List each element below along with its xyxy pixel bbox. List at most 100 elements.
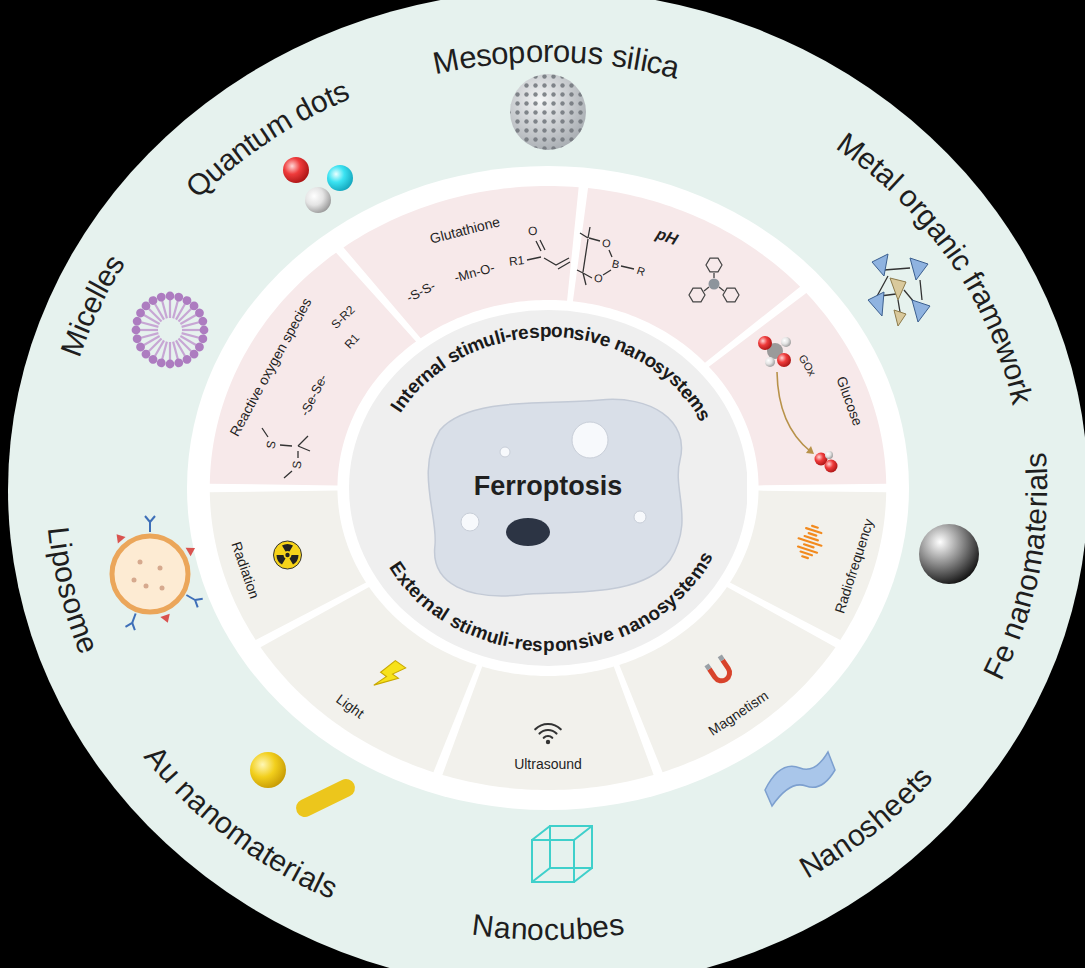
material-label: Micelles	[53, 245, 132, 364]
micelle-icon	[132, 292, 209, 369]
segment-fill	[442, 667, 653, 790]
ultrasound-icon-part	[546, 740, 550, 744]
mof-icon-part	[912, 300, 930, 322]
glyph: o	[527, 912, 544, 947]
liposome-icon-part	[138, 560, 143, 565]
material-label: Metal organic framework	[830, 125, 1040, 415]
micelle-icon-part	[132, 326, 158, 335]
segment-fill	[730, 491, 886, 640]
segment-shape	[441, 665, 656, 792]
radiofrequency-icon-part	[812, 526, 818, 528]
liposome-icon-part	[160, 614, 172, 625]
radiofrequency-icon-part	[806, 528, 821, 533]
segment-shape	[707, 292, 889, 488]
segment-fill	[261, 587, 477, 772]
mof-icon-part	[890, 278, 906, 300]
micelle-icon-part	[156, 292, 171, 320]
nanosheet-icon	[765, 752, 835, 806]
radiation-symbol	[274, 541, 302, 569]
magnet-icon-part	[709, 660, 732, 684]
segment-fill	[573, 188, 800, 363]
catechol-metal-icon-part	[723, 288, 739, 302]
micelle-icon-part	[180, 329, 208, 344]
liposome-icon-part	[145, 516, 155, 532]
chem-label: O	[592, 272, 603, 286]
radiofrequency-segment: Radiofrequency	[728, 489, 889, 642]
glucose-molecule-icon	[758, 336, 838, 473]
glucose-segment: GlucoseGOx	[707, 292, 889, 488]
material-label: Liposome	[40, 516, 106, 664]
glucose-molecule-icon-part	[806, 446, 814, 454]
material-label: Quantum dots	[179, 74, 360, 206]
chem-label: O	[601, 236, 612, 250]
nanosheet-icon-part	[765, 752, 835, 806]
lightning-icon	[372, 658, 405, 695]
cell-illustration	[428, 399, 682, 596]
mesoporous-silica-icon-part	[510, 74, 586, 150]
catechol-metal-icon-part	[704, 273, 724, 291]
glyph: a	[1020, 474, 1055, 491]
nanocube-icon	[532, 826, 592, 882]
system-heading: Internal stimuli-responsive nanosystems	[386, 319, 716, 427]
glyph: a	[492, 910, 512, 946]
mof-icon-part	[868, 292, 884, 316]
catechol-metal-icon-part	[689, 288, 705, 302]
mof-icon-part	[872, 254, 888, 276]
enone-structure-part	[527, 240, 570, 269]
material-label: Nanocubes	[463, 906, 635, 949]
cell-illustration-part	[461, 513, 479, 531]
liposome-icon-part	[184, 591, 203, 608]
mof-icon	[868, 254, 930, 326]
glyph: N	[470, 908, 496, 945]
glyph: e	[1019, 507, 1055, 526]
micelle-icon-part	[166, 342, 175, 368]
glyph: p	[543, 634, 555, 656]
glyph: o	[553, 34, 571, 70]
glyph: o	[490, 36, 510, 73]
catechol-metal-icon-part	[706, 258, 722, 272]
center-title: Ferroptosis	[474, 471, 623, 502]
catechol-metal-icon-part	[709, 279, 720, 290]
boronate-structure	[577, 227, 634, 285]
radiofrequency-icon	[794, 523, 827, 561]
liposome-icon-part	[158, 566, 163, 571]
glyph: n	[510, 912, 529, 947]
glyph: p	[507, 35, 526, 72]
au-nanomaterial-icon	[250, 752, 346, 808]
radiofrequency-icon-part	[801, 552, 812, 556]
material-label: Au nanomaterials	[137, 738, 347, 906]
segment-shape	[728, 489, 889, 642]
radiation-symbol-part	[282, 544, 293, 552]
liposome-icon-part	[132, 578, 137, 583]
lightning-icon-part	[372, 658, 405, 695]
ultrasound-segment: Ultrasound	[441, 665, 656, 792]
fe-nanoparticle-icon	[919, 524, 979, 584]
nanocube-icon-part	[550, 826, 592, 868]
glyph: r	[543, 34, 553, 70]
au-nanomaterial-icon-part	[250, 752, 286, 788]
micelle-icon-part	[156, 340, 171, 368]
glucose-molecule-icon-part	[765, 357, 775, 367]
segment-shape	[342, 185, 581, 341]
mesoporous-silica-icon	[510, 74, 586, 150]
glucose-molecule-icon-part	[781, 337, 791, 347]
micelle-icon-part	[166, 292, 175, 318]
au-nanomaterial-icon-part	[305, 788, 346, 808]
glutathione-segment: Glutathione-S-S--Mn-O-OR1	[342, 185, 581, 341]
nanocube-icon-part	[532, 840, 574, 882]
glyph: s	[1019, 451, 1055, 468]
radiation-symbol-part	[285, 553, 289, 557]
quantum-dots-icon-part	[305, 187, 331, 213]
glucose-molecule-icon-part	[825, 460, 838, 473]
glyph: s	[532, 634, 544, 656]
radiofrequency-icon-part	[802, 556, 808, 558]
glyph: u	[569, 35, 588, 72]
glyph: o	[525, 34, 543, 70]
chem-label: O	[528, 225, 538, 239]
material-label: Nanosheets	[791, 758, 941, 885]
glyph: e	[521, 632, 534, 655]
inner-ring	[187, 166, 909, 810]
enone-structure	[527, 240, 570, 269]
cell-illustration-part	[634, 511, 646, 523]
